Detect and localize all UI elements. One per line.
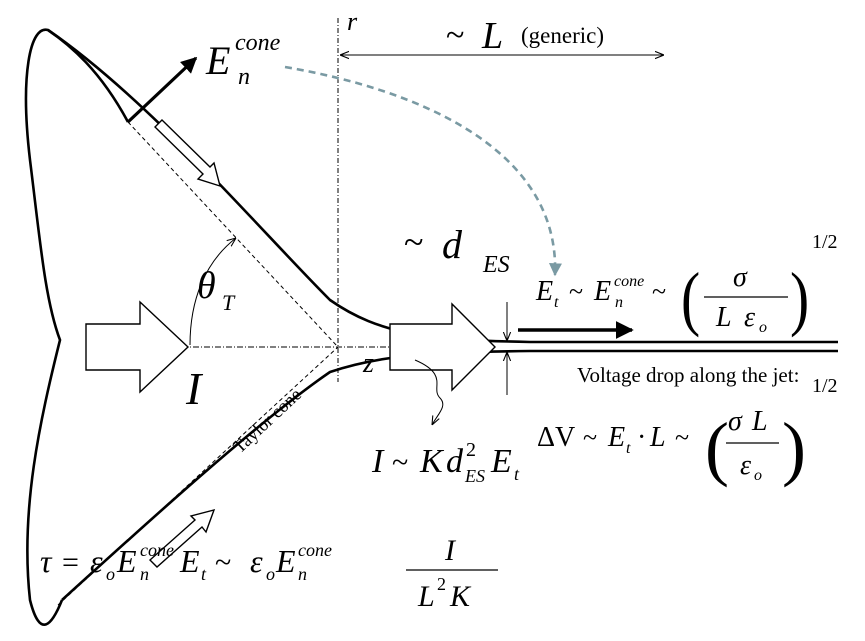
r-axis-label: r xyxy=(347,7,358,36)
svg-text:~: ~ xyxy=(392,446,408,479)
svg-text:σ: σ xyxy=(733,262,748,293)
svg-text:L: L xyxy=(751,406,768,437)
svg-text:E: E xyxy=(607,422,625,453)
voltage-drop-equation: ΔV ~ E t · L ~ ( σ L ε o ) 1/2 xyxy=(537,375,838,488)
diameter-sub: ES xyxy=(482,252,510,278)
normal-field-sub: n xyxy=(238,64,250,90)
dashed-transfer-arrow xyxy=(284,65,562,277)
surface-flow-arrow-lower xyxy=(148,508,216,568)
voltage-drop-caption: Voltage drop along the jet: xyxy=(577,363,799,387)
svg-text:n: n xyxy=(298,564,307,584)
svg-text:ΔV: ΔV xyxy=(537,422,575,453)
svg-text:t: t xyxy=(554,294,559,311)
svg-text:·: · xyxy=(637,422,646,453)
svg-text:K: K xyxy=(449,580,472,613)
svg-text:ε: ε xyxy=(90,543,103,579)
svg-text:=: = xyxy=(62,546,79,579)
taylor-cone-label: Taylor cone xyxy=(229,384,305,457)
svg-text:E: E xyxy=(179,543,200,579)
svg-text:2: 2 xyxy=(466,439,476,461)
svg-text:t: t xyxy=(626,440,631,457)
svg-text:n: n xyxy=(140,564,149,584)
theta-label: θ xyxy=(197,265,216,307)
svg-text:I: I xyxy=(371,443,385,480)
svg-text:ε: ε xyxy=(740,450,751,481)
svg-text:τ: τ xyxy=(40,543,53,579)
svg-text:d: d xyxy=(446,443,464,480)
paren-close: ) xyxy=(790,259,809,339)
svg-text:σ: σ xyxy=(728,406,743,437)
svg-text:~: ~ xyxy=(215,546,231,579)
svg-text:E: E xyxy=(116,543,137,579)
length-tilde: ~ xyxy=(446,17,464,54)
svg-text:cone: cone xyxy=(298,540,332,560)
svg-text:o: o xyxy=(759,319,767,336)
svg-text:ES: ES xyxy=(464,466,485,486)
svg-text:n: n xyxy=(615,294,623,311)
diameter-tilde: ~ xyxy=(404,222,423,262)
svg-text:L: L xyxy=(417,580,435,613)
svg-text:1/2: 1/2 xyxy=(812,231,838,253)
svg-text:K: K xyxy=(419,443,445,480)
generic-note: (generic) xyxy=(521,23,604,48)
svg-text:cone: cone xyxy=(140,540,174,560)
normal-field-arrow xyxy=(126,56,198,124)
svg-text:~: ~ xyxy=(569,277,583,306)
svg-text:L: L xyxy=(649,422,666,453)
svg-text:1/2: 1/2 xyxy=(812,375,838,397)
svg-text:E: E xyxy=(593,276,611,307)
normal-field-sup: cone xyxy=(235,30,281,56)
surface-flow-arrow-upper xyxy=(154,119,221,188)
cone-upper-meniscus xyxy=(47,28,838,344)
paren-close-2: ) xyxy=(782,408,806,488)
diameter-d: d xyxy=(442,222,463,267)
svg-text:~: ~ xyxy=(652,277,666,306)
taylor-cone-upper-line xyxy=(127,121,339,348)
svg-text:E: E xyxy=(490,443,512,480)
paren-open-2: ( xyxy=(705,408,729,488)
svg-text:ε: ε xyxy=(744,302,755,333)
svg-text:~: ~ xyxy=(675,423,689,452)
taylor-angle-arc xyxy=(189,238,236,346)
taylor-cone-lower-line xyxy=(57,346,339,606)
theta-sub: T xyxy=(222,290,236,315)
normal-field-E: E xyxy=(205,38,230,83)
current-pointer-squiggle xyxy=(414,359,444,425)
svg-text:~: ~ xyxy=(583,423,597,452)
current-jet-arrow xyxy=(389,302,496,392)
current-inflow-arrow xyxy=(85,300,190,394)
svg-text:o: o xyxy=(266,564,275,584)
paren-open: ( xyxy=(681,259,700,339)
z-axis-label: z xyxy=(362,348,374,379)
svg-text:E: E xyxy=(275,543,296,579)
svg-text:t: t xyxy=(514,464,520,484)
svg-text:I: I xyxy=(444,534,457,567)
shear-stress-equation: τ = ε o E cone n E t ~ ε o E cone n I L … xyxy=(40,534,498,613)
tangential-field-equation: E t ~ E cone n ~ ( σ L ε o ) 1/2 xyxy=(535,231,838,339)
current-scaling-equation: I ~ K d 2 ES E t xyxy=(371,439,520,486)
svg-text:L: L xyxy=(715,302,732,333)
svg-text:o: o xyxy=(106,564,115,584)
svg-text:t: t xyxy=(201,564,207,584)
svg-text:E: E xyxy=(535,276,553,307)
length-symbol: L xyxy=(481,15,503,57)
svg-text:cone: cone xyxy=(614,273,644,290)
current-I-label: I xyxy=(185,363,204,414)
svg-text:o: o xyxy=(754,467,762,484)
svg-text:ε: ε xyxy=(250,543,263,579)
svg-text:2: 2 xyxy=(437,574,446,594)
